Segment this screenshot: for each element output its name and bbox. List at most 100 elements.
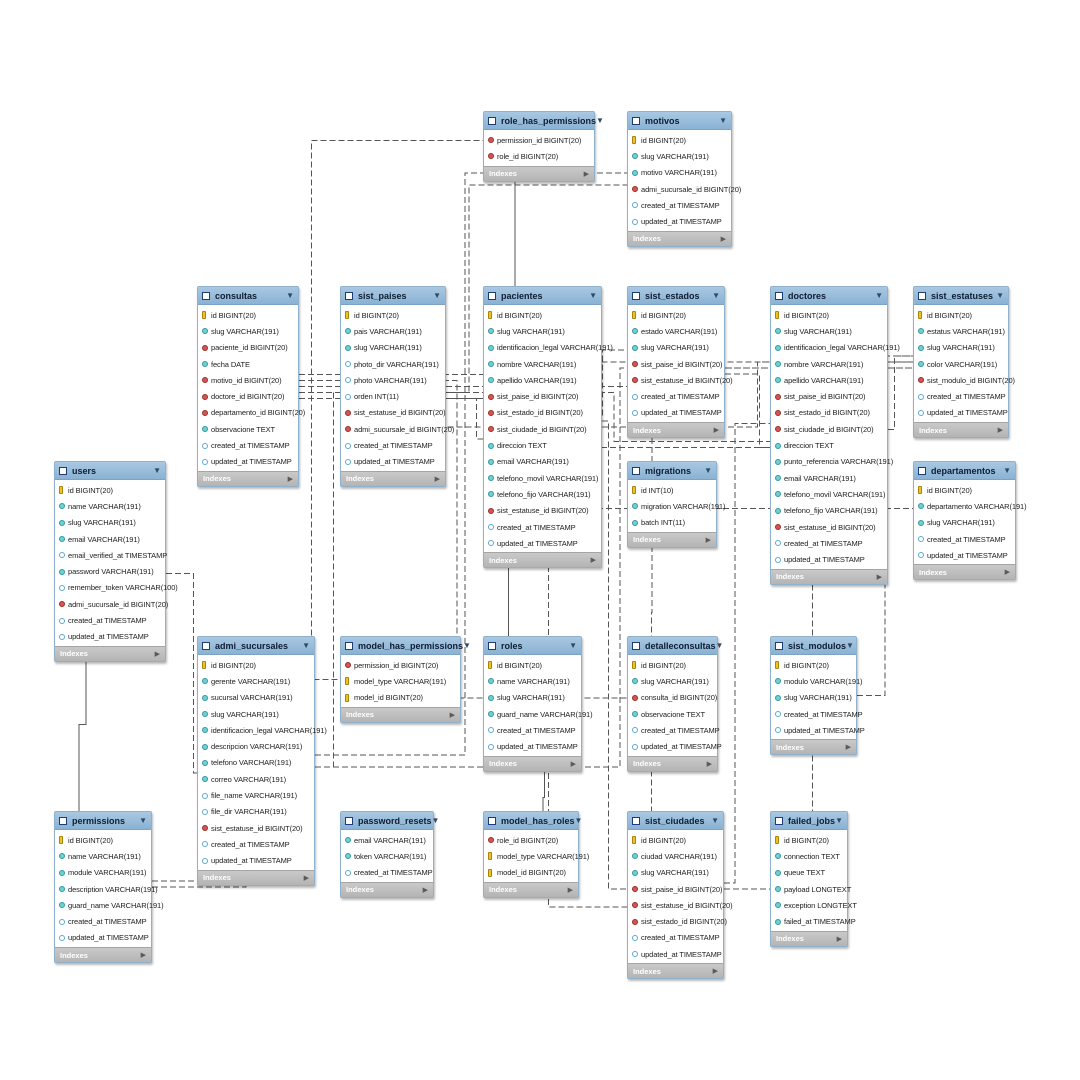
column-row[interactable]: guard_name VARCHAR(191)	[55, 897, 164, 913]
column-row[interactable]: descripcion VARCHAR(191)	[198, 738, 314, 754]
expand-arrow-icon[interactable]: ▶	[140, 952, 146, 960]
table-migrations[interactable]: migrations▼id INT(10)migration VARCHAR(1…	[627, 461, 725, 548]
collapse-caret-icon[interactable]: ▼	[302, 641, 310, 650]
expand-arrow-icon[interactable]: ▶	[287, 475, 293, 483]
column-row[interactable]: identificacion_legal VARCHAR(191)	[198, 722, 327, 738]
collapse-caret-icon[interactable]: ▼	[704, 466, 712, 475]
expand-arrow-icon[interactable]: ▶	[720, 235, 726, 243]
column-row[interactable]: motivo VARCHAR(191)	[628, 165, 731, 181]
table-header[interactable]: sist_estados▼	[628, 287, 724, 305]
column-row[interactable]: sist_estado_id BIGINT(20)	[771, 405, 887, 421]
indexes-section[interactable]: Indexes▶	[341, 881, 433, 897]
indexes-section[interactable]: Indexes▶	[198, 869, 314, 885]
column-row[interactable]: created_at TIMESTAMP	[628, 722, 720, 738]
column-row[interactable]: payload LONGTEXT	[771, 881, 851, 897]
column-row[interactable]: nombre VARCHAR(191)	[484, 356, 601, 372]
column-row[interactable]: sist_paise_id BIGINT(20)	[484, 388, 601, 404]
collapse-caret-icon[interactable]: ▼	[463, 641, 471, 650]
indexes-section[interactable]: Indexes▶	[914, 564, 1015, 580]
table-model-has-roles[interactable]: model_has_roles▼role_id BIGINT(20)model_…	[483, 811, 589, 898]
column-row[interactable]: id BIGINT(20)	[55, 482, 165, 498]
column-row[interactable]: sucursal VARCHAR(191)	[198, 690, 314, 706]
column-row[interactable]: created_at TIMESTAMP	[484, 519, 601, 535]
column-row[interactable]: id BIGINT(20)	[771, 832, 847, 848]
column-row[interactable]: color VARCHAR(191)	[914, 356, 1008, 372]
table-permissions[interactable]: permissions▼id BIGINT(20)name VARCHAR(19…	[54, 811, 164, 964]
relationship-line-pacientes-to-sist-ciudades[interactable]	[602, 420, 627, 890]
column-row[interactable]: remember_token VARCHAR(100)	[55, 580, 178, 596]
column-row[interactable]: departamento VARCHAR(191)	[914, 498, 1027, 514]
indexes-section[interactable]: Indexes▶	[484, 881, 578, 897]
column-row[interactable]: sist_estatuse_id BIGINT(20)	[628, 897, 733, 913]
expand-arrow-icon[interactable]: ▶	[449, 711, 455, 719]
column-row[interactable]: doctore_id BIGINT(20)	[198, 388, 298, 404]
table-departamentos[interactable]: departamentos▼id BIGINT(20)departamento …	[913, 461, 1027, 581]
expand-arrow-icon[interactable]: ▶	[836, 935, 842, 943]
collapse-caret-icon[interactable]: ▼	[719, 116, 727, 125]
column-row[interactable]: telefono VARCHAR(191)	[198, 755, 314, 771]
table-pacientes[interactable]: pacientes▼id BIGINT(20)slug VARCHAR(191)…	[483, 286, 613, 569]
table-doctores[interactable]: doctores▼id BIGINT(20)slug VARCHAR(191)i…	[770, 286, 900, 585]
column-row[interactable]: file_dir VARCHAR(191)	[198, 804, 314, 820]
column-row[interactable]: updated_at TIMESTAMP	[771, 722, 865, 738]
indexes-section[interactable]: Indexes▶	[628, 963, 723, 979]
column-row[interactable]: telefono_fijo VARCHAR(191)	[771, 503, 887, 519]
collapse-caret-icon[interactable]: ▼	[1003, 466, 1011, 475]
indexes-section[interactable]: Indexes▶	[341, 706, 460, 722]
column-row[interactable]: name VARCHAR(191)	[55, 498, 165, 514]
indexes-section[interactable]: Indexes▶	[628, 422, 724, 438]
column-row[interactable]: modulo VARCHAR(191)	[771, 673, 863, 689]
column-row[interactable]: updated_at TIMESTAMP	[198, 853, 314, 869]
column-row[interactable]: admi_sucursale_id BIGINT(20)	[628, 181, 741, 197]
expand-arrow-icon[interactable]: ▶	[876, 573, 882, 581]
collapse-caret-icon[interactable]: ▼	[712, 291, 720, 300]
column-row[interactable]: role_id BIGINT(20)	[484, 832, 578, 848]
column-row[interactable]: name VARCHAR(191)	[55, 848, 151, 864]
relationship-line-doctores-to-sist-estados[interactable]	[725, 373, 770, 448]
collapse-caret-icon[interactable]: ▼	[715, 641, 724, 650]
column-row[interactable]: slug VARCHAR(191)	[771, 690, 856, 706]
table-sist-modulos[interactable]: sist_modulos▼id BIGINT(20)modulo VARCHAR…	[770, 636, 865, 756]
column-row[interactable]: created_at TIMESTAMP	[198, 836, 314, 852]
column-row[interactable]: sist_estatuse_id BIGINT(20)	[628, 372, 733, 388]
expand-arrow-icon[interactable]: ▶	[570, 760, 576, 768]
table-header[interactable]: role_has_permissions▼	[484, 112, 604, 130]
indexes-section[interactable]: Indexes▶	[628, 531, 716, 547]
column-row[interactable]: model_id BIGINT(20)	[341, 690, 460, 706]
table-header[interactable]: doctores▼	[771, 287, 887, 305]
column-row[interactable]: updated_at TIMESTAMP	[484, 535, 601, 551]
column-row[interactable]: batch INT(11)	[628, 515, 716, 531]
table-consultas[interactable]: consultas▼id BIGINT(20)slug VARCHAR(191)…	[197, 286, 305, 487]
column-row[interactable]: failed_at TIMESTAMP	[771, 913, 856, 929]
column-row[interactable]: created_at TIMESTAMP	[628, 197, 731, 213]
table-header[interactable]: sist_modulos▼	[771, 637, 856, 655]
table-header[interactable]: password_resets▼	[341, 812, 439, 830]
column-row[interactable]: updated_at TIMESTAMP	[628, 738, 722, 754]
column-row[interactable]: punto_referencia VARCHAR(191)	[771, 454, 893, 470]
column-row[interactable]: created_at TIMESTAMP	[341, 865, 433, 881]
column-row[interactable]: estado VARCHAR(191)	[628, 323, 724, 339]
column-row[interactable]: sist_estatuse_id BIGINT(20)	[484, 503, 601, 519]
column-row[interactable]: updated_at TIMESTAMP	[628, 946, 723, 962]
column-row[interactable]: role_id BIGINT(20)	[484, 148, 594, 164]
table-header[interactable]: consultas▼	[198, 287, 298, 305]
column-row[interactable]: id BIGINT(20)	[628, 307, 724, 323]
table-sist-paises[interactable]: sist_paises▼id BIGINT(20)pais VARCHAR(19…	[340, 286, 454, 487]
column-row[interactable]: pais VARCHAR(191)	[341, 323, 445, 339]
column-row[interactable]: id BIGINT(20)	[628, 657, 717, 673]
column-row[interactable]: email VARCHAR(191)	[341, 832, 433, 848]
column-row[interactable]: direccion TEXT	[484, 437, 601, 453]
table-sist-ciudades[interactable]: sist_ciudades▼id BIGINT(20)ciudad VARCHA…	[627, 811, 733, 980]
column-row[interactable]: migration VARCHAR(191)	[628, 498, 725, 514]
indexes-section[interactable]: Indexes▶	[484, 165, 594, 181]
column-row[interactable]: file_name VARCHAR(191)	[198, 787, 314, 803]
column-row[interactable]: paciente_id BIGINT(20)	[198, 340, 298, 356]
collapse-caret-icon[interactable]: ▼	[875, 291, 883, 300]
column-row[interactable]: email VARCHAR(191)	[484, 454, 601, 470]
indexes-section[interactable]: Indexes▶	[914, 422, 1008, 438]
table-header[interactable]: sist_ciudades▼	[628, 812, 723, 830]
column-row[interactable]: slug VARCHAR(191)	[628, 340, 724, 356]
column-row[interactable]: sist_paise_id BIGINT(20)	[628, 356, 724, 372]
column-row[interactable]: photo_dir VARCHAR(191)	[341, 356, 445, 372]
table-password-resets[interactable]: password_resets▼email VARCHAR(191)token …	[340, 811, 439, 898]
